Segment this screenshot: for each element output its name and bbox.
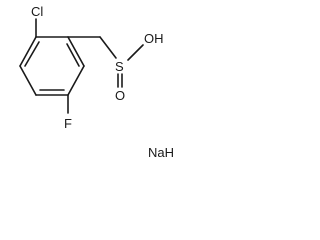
counterion-label: NaH xyxy=(148,145,174,160)
ring-bond-c3-c4 xyxy=(67,65,85,96)
hydroxyl-label: OH xyxy=(144,31,164,46)
ring-bond-c6-c1 xyxy=(19,36,37,67)
bond-sulfur-to-hydroxyl xyxy=(127,44,144,61)
ring-bond-c5-c6 xyxy=(19,65,37,96)
chemical-structure-diagram: Cl F S OH O NaH xyxy=(19,4,174,160)
ring-bond-c2-c3 xyxy=(67,36,85,67)
ring-double-bond-c2-c3 xyxy=(66,43,80,67)
fluorine-label: F xyxy=(64,116,72,131)
benzene-ring xyxy=(19,36,85,96)
oxygen-label: O xyxy=(115,88,125,103)
sulfur-label: S xyxy=(115,59,124,74)
chlorine-label: Cl xyxy=(31,4,43,19)
bond-ch2-to-sulfur xyxy=(99,36,117,59)
ring-double-bond-c6-c1 xyxy=(24,41,40,67)
